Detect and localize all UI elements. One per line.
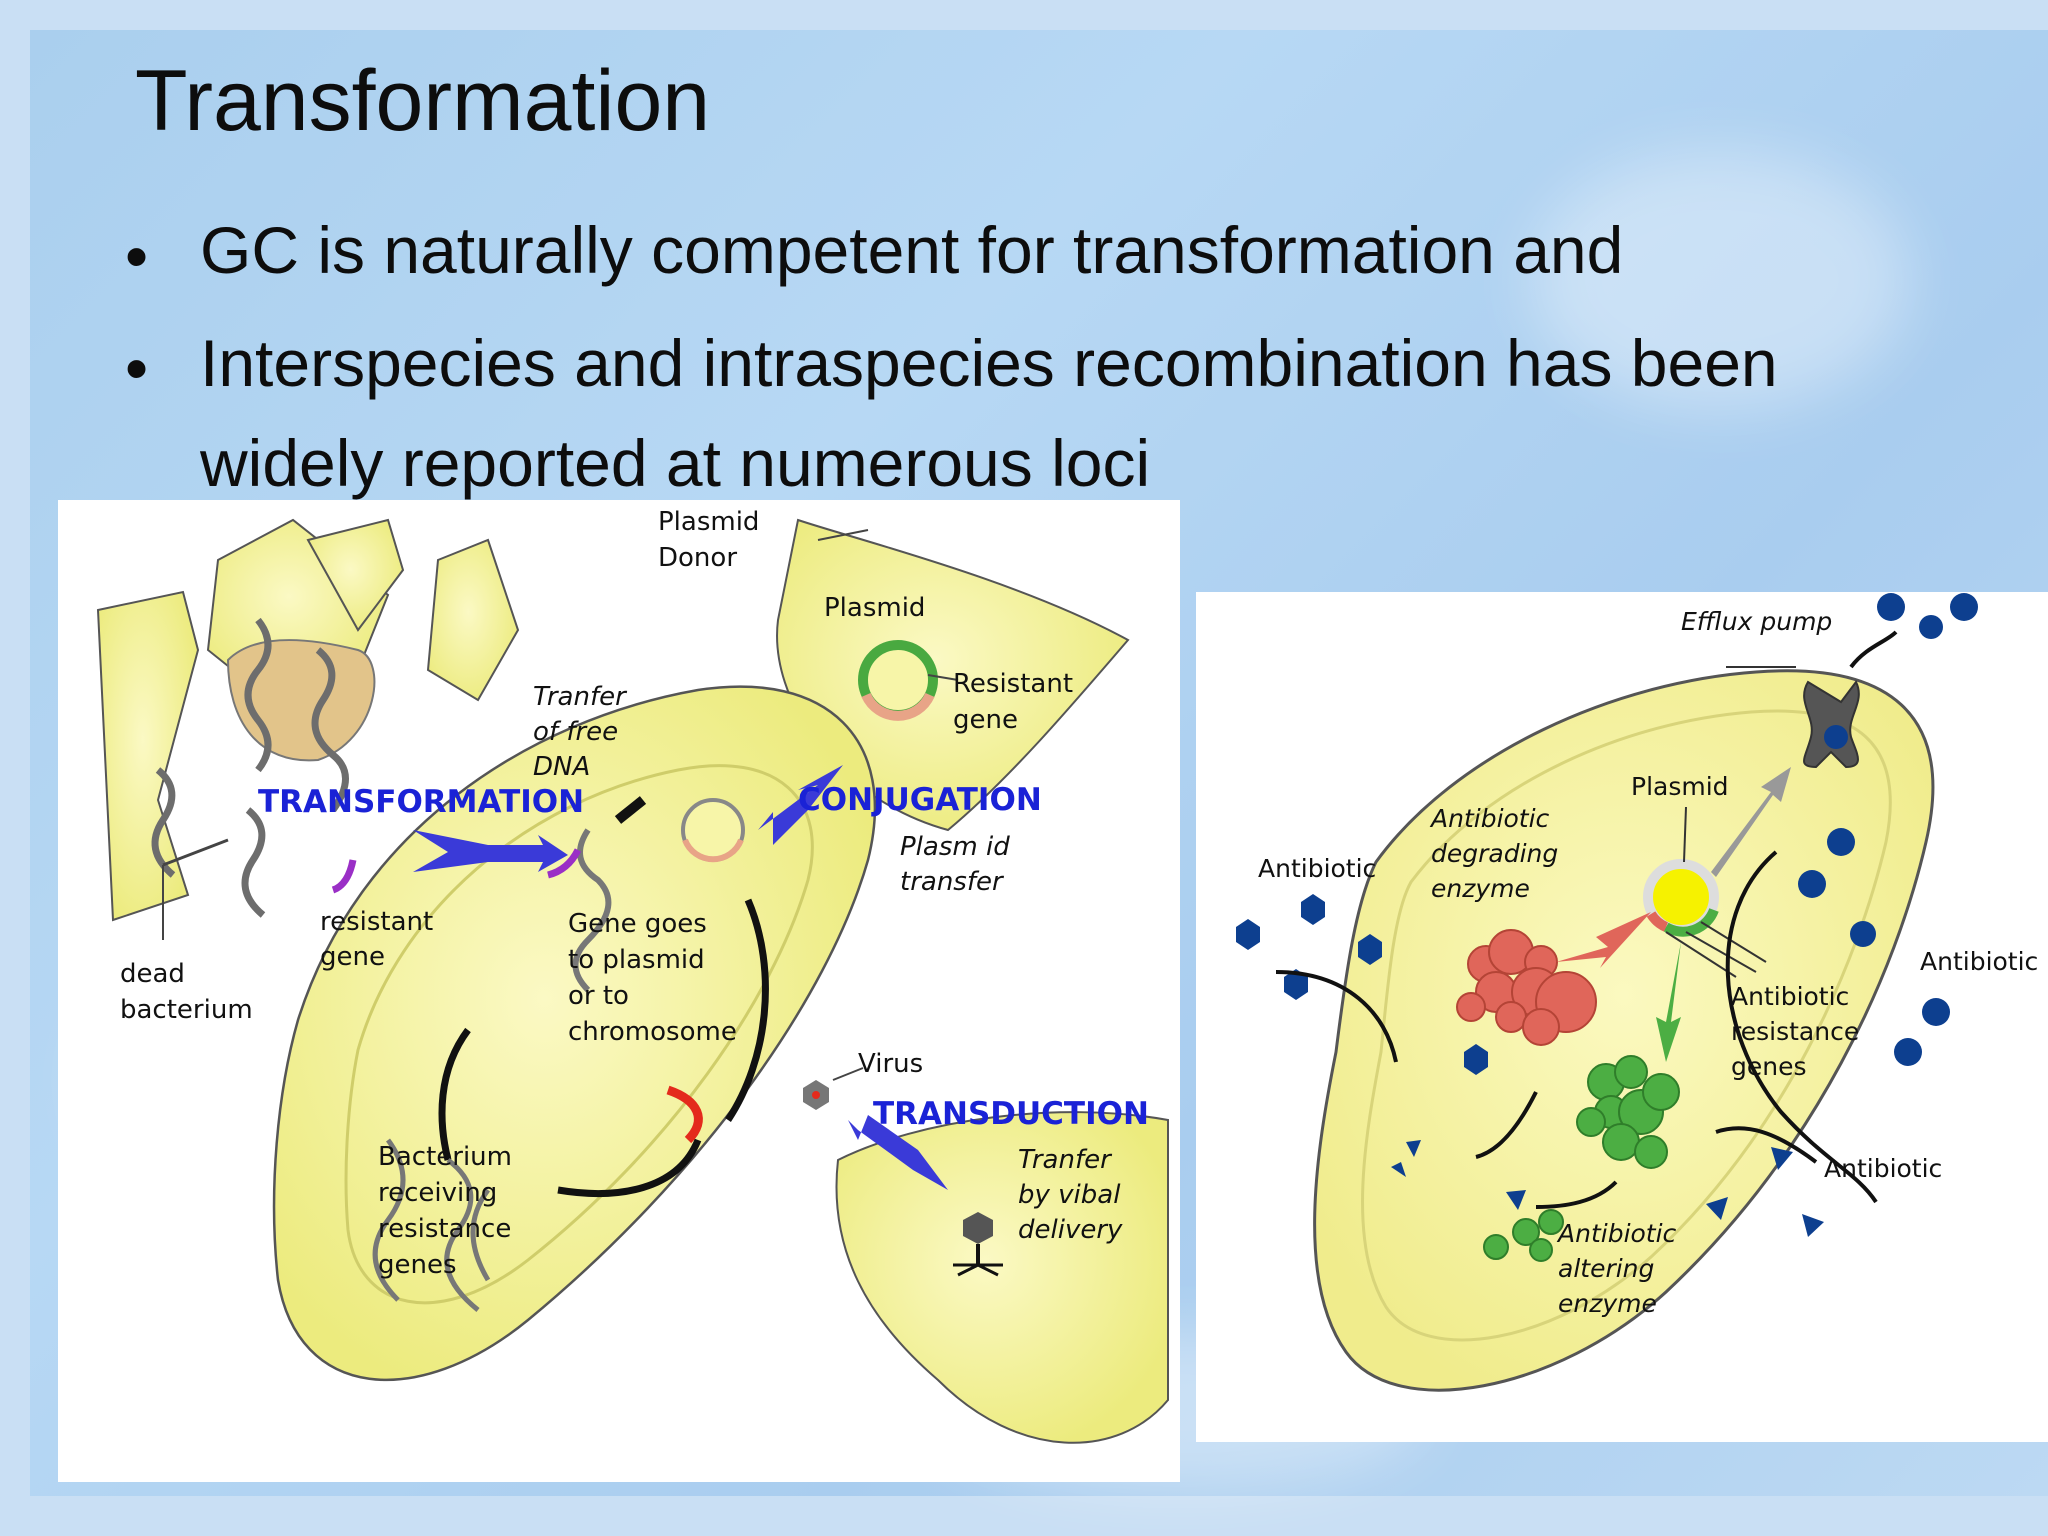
resistance-genes-3: genes bbox=[1731, 1052, 1807, 1081]
gene-transfer-diagram: Plasmid Donor Plasmid Resistant gene Tra… bbox=[58, 500, 1180, 1482]
bullet-2-line-2: widely reported at numerous loci bbox=[200, 426, 1151, 500]
altering-3: enzyme bbox=[1558, 1289, 1657, 1318]
plasmid-label: Plasmid bbox=[824, 593, 925, 623]
plasmid-icon bbox=[1643, 806, 1767, 978]
dead-bacterium-2: bacterium bbox=[120, 995, 253, 1025]
transduction-cell bbox=[803, 1067, 1169, 1444]
receiving-4: genes bbox=[378, 1250, 457, 1280]
pathway-arrows bbox=[1275, 850, 1878, 1209]
plasmid-label-right: Plasmid bbox=[1631, 772, 1729, 801]
antibiotic-resistance-diagram: Efflux pump Plasmid Antibiotic degrading… bbox=[1196, 592, 2048, 1442]
gene-goes-4: chromosome bbox=[568, 1017, 737, 1047]
bacterium-cell bbox=[1313, 669, 1935, 1392]
antibiotic-resistance-svg: Efflux pump Plasmid Antibiotic degrading… bbox=[1236, 593, 2038, 1392]
altering-2: altering bbox=[1558, 1254, 1654, 1283]
transfer-free-dna-1: Tranfer bbox=[533, 682, 628, 712]
right-figure-labels: Efflux pump Plasmid Antibiotic degrading… bbox=[1258, 607, 2038, 1318]
dead-bacterium-1: dead bbox=[120, 959, 185, 989]
degrading-2: degrading bbox=[1431, 839, 1558, 868]
bullet-marker: • bbox=[125, 331, 149, 405]
gene-goes-3: or to bbox=[568, 981, 629, 1011]
plasmid-donor-label-2: Donor bbox=[658, 543, 737, 573]
virus-label: Virus bbox=[858, 1049, 923, 1079]
receiving-1: Bacterium bbox=[378, 1142, 512, 1172]
transfer-free-dna-2: of free bbox=[533, 717, 618, 747]
resistant-gene-label-2: gene bbox=[953, 705, 1018, 735]
antibiotic-right-label: Antibiotic bbox=[1920, 947, 2038, 976]
left-figure-labels: Plasmid Donor Plasmid Resistant gene Tra… bbox=[120, 507, 1149, 1280]
receiving-2: receiving bbox=[378, 1178, 497, 1208]
gene-transfer-svg: Plasmid Donor Plasmid Resistant gene Tra… bbox=[96, 507, 1169, 1444]
resistant-gene-small-2: gene bbox=[320, 942, 385, 972]
bullet-2-line-1: Interspecies and intraspecies recombinat… bbox=[200, 326, 1778, 400]
conjugation-heading: CONJUGATION bbox=[798, 782, 1042, 818]
transfer-viral-2: by vibal bbox=[1018, 1180, 1121, 1210]
recipient-bacterium bbox=[272, 685, 877, 1382]
altering-enzyme-cluster bbox=[1483, 1055, 1680, 1262]
plasmid-transfer-2: transfer bbox=[900, 867, 1005, 897]
phage-icon bbox=[953, 1212, 1003, 1277]
gene-goes-1: Gene goes bbox=[568, 909, 707, 939]
transduction-heading: TRANSDUCTION bbox=[873, 1096, 1149, 1132]
resistance-genes-2: resistance bbox=[1731, 1017, 1859, 1046]
transfer-arrows bbox=[331, 765, 948, 1190]
transformation-heading: TRANSFORMATION bbox=[258, 784, 584, 820]
degrading-3: enzyme bbox=[1431, 874, 1530, 903]
transfer-free-dna-3: DNA bbox=[533, 752, 590, 782]
altering-1: Antibiotic bbox=[1556, 1219, 1677, 1248]
transfer-viral-3: delivery bbox=[1018, 1215, 1123, 1245]
transfer-viral-1: Tranfer bbox=[1018, 1145, 1113, 1175]
virus-icon bbox=[803, 1080, 829, 1110]
bullet-1-text: GC is naturally competent for transforma… bbox=[200, 213, 1624, 287]
plasmid-transfer-1: Plasm id bbox=[900, 832, 1010, 862]
gene-goes-2: to plasmid bbox=[568, 945, 705, 975]
bullet-marker: • bbox=[125, 219, 149, 293]
resistant-gene-small-1: resistant bbox=[320, 907, 433, 937]
antibiotic-left-label: Antibiotic bbox=[1258, 854, 1376, 883]
dead-bacterium-fragments bbox=[96, 518, 520, 940]
antibiotic-bottom-label: Antibiotic bbox=[1824, 1154, 1942, 1183]
antibiotic-molecules bbox=[1236, 593, 1978, 1237]
degrading-1: Antibiotic bbox=[1429, 804, 1550, 833]
enzyme-expression-arrows bbox=[1556, 767, 1791, 1062]
resistant-gene-label-1: Resistant bbox=[953, 669, 1073, 699]
plasmid-donor-label-1: Plasmid bbox=[658, 507, 759, 537]
receiving-3: resistance bbox=[378, 1214, 511, 1244]
degrading-enzyme-cluster bbox=[1456, 929, 1597, 1046]
efflux-pump-icon bbox=[1726, 630, 1898, 769]
resistance-genes-1: Antibiotic bbox=[1731, 982, 1849, 1011]
slide-title: Transformation bbox=[135, 53, 711, 149]
efflux-pump-label: Efflux pump bbox=[1681, 607, 1832, 636]
